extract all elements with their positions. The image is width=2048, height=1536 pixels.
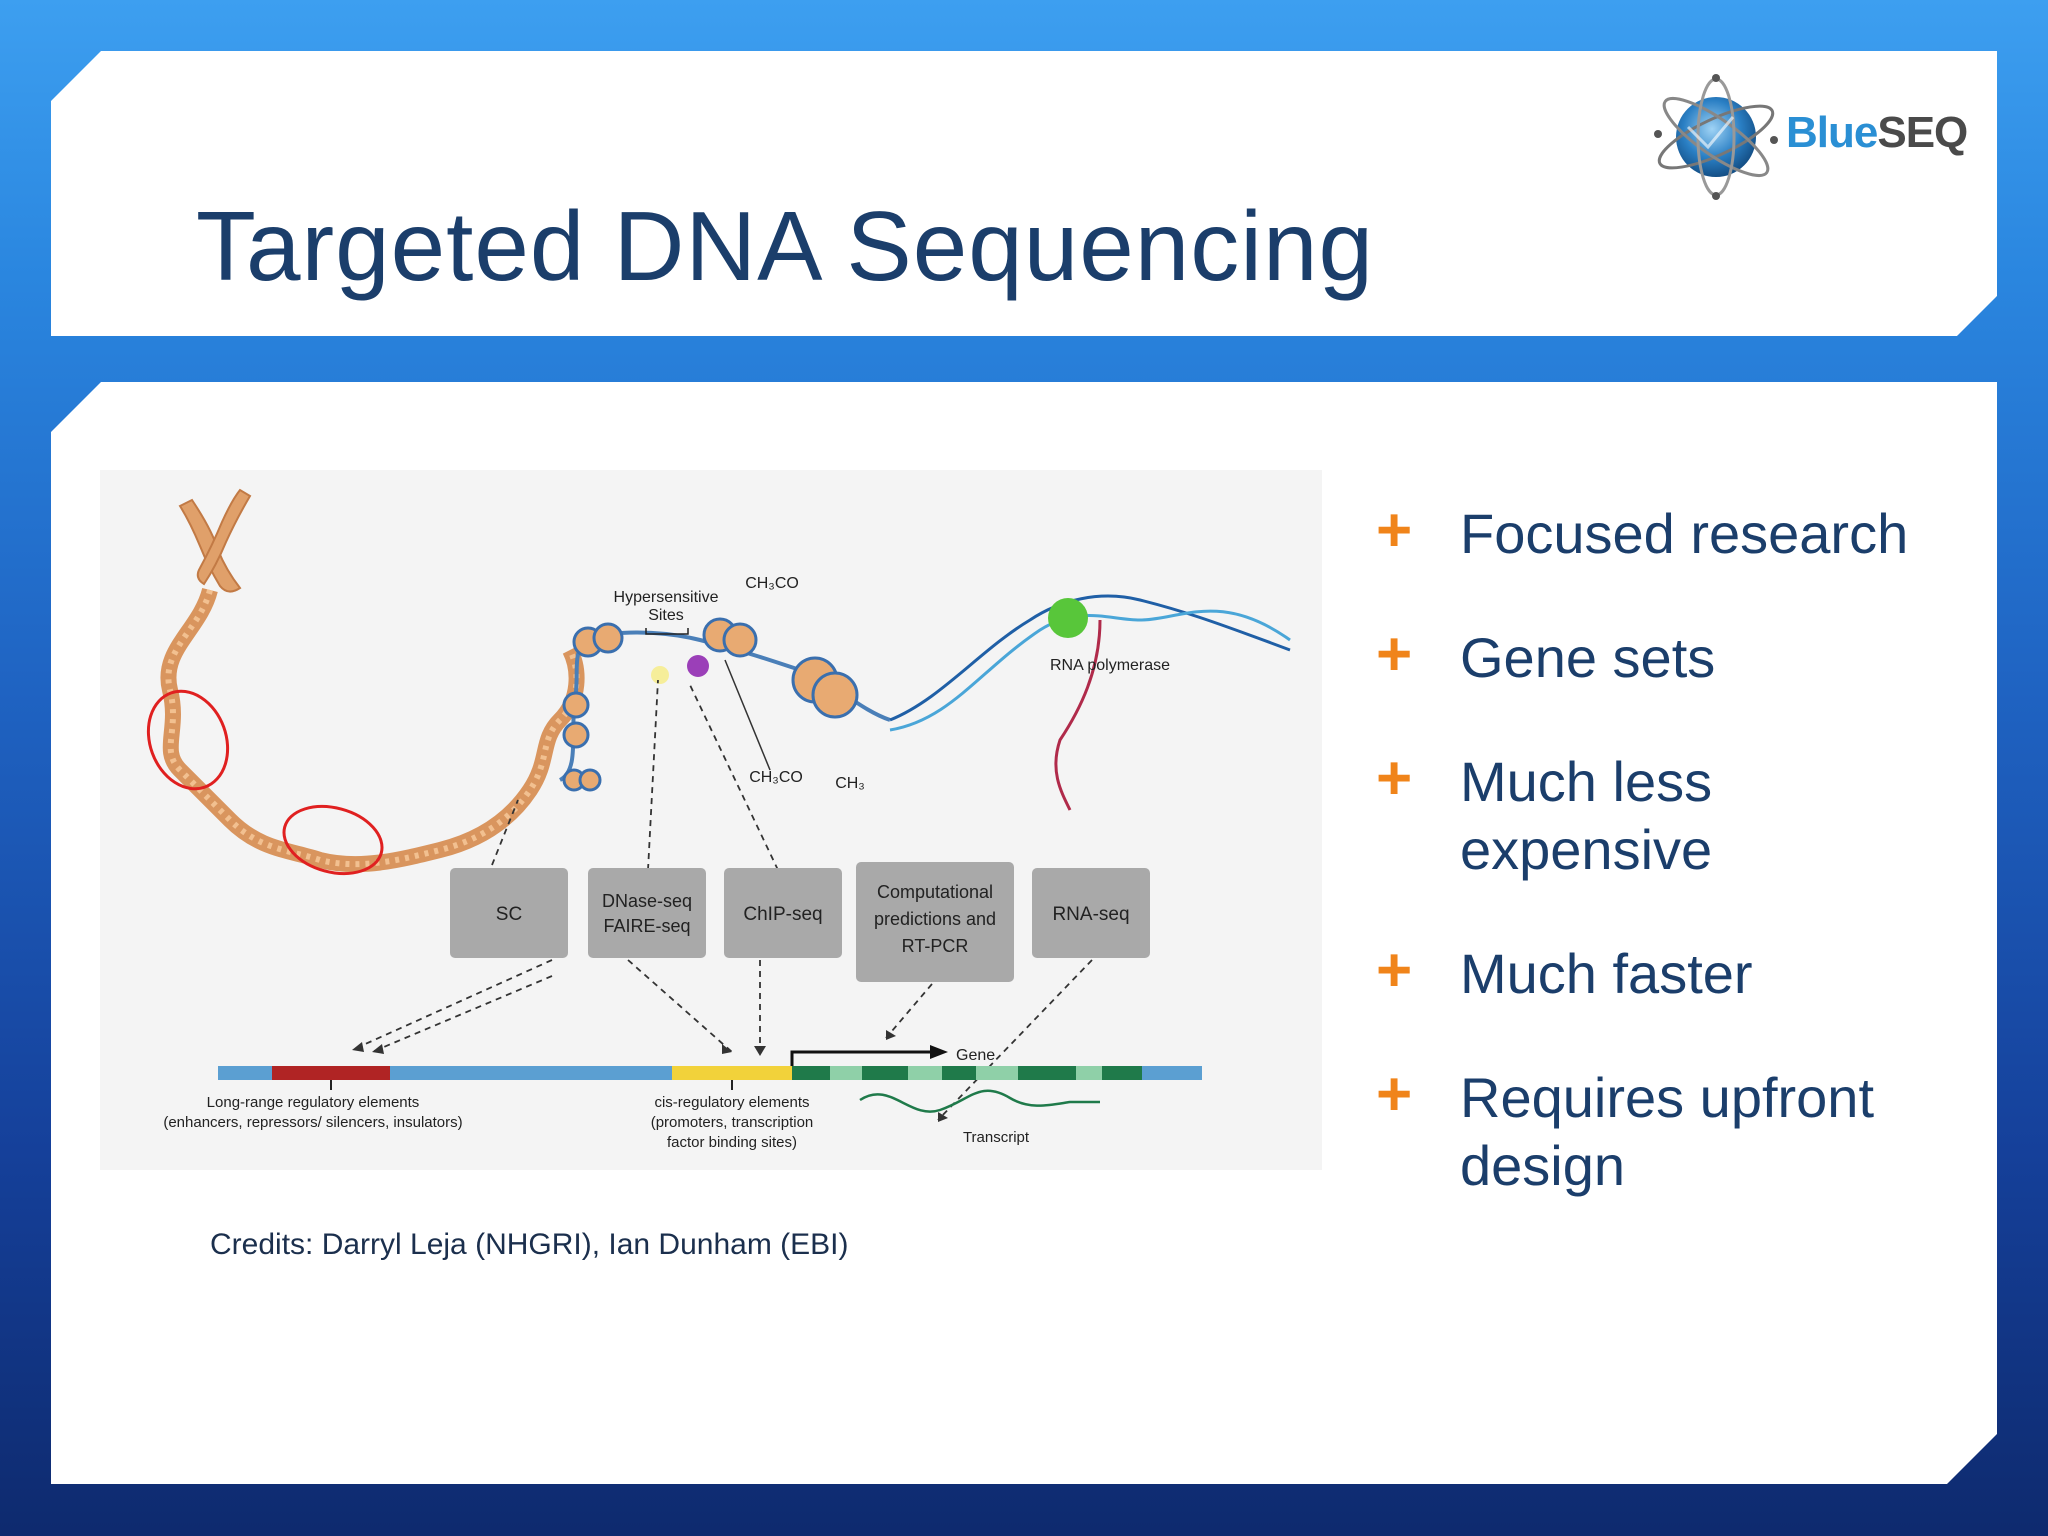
method-label: DNase-seq: [602, 891, 692, 911]
method-label: SC: [496, 904, 522, 925]
method-box-computational: Computational predictions and RT-PCR: [856, 862, 1014, 982]
blueseq-logo: BlueSEQ: [1648, 72, 1968, 202]
method-box-rna: RNA-seq: [1032, 868, 1150, 958]
leader-line: [724, 659, 771, 771]
gene-label: Gene: [956, 1047, 995, 1064]
plus-icon: +: [1376, 1060, 1413, 1129]
gene-arrow: [790, 1050, 930, 1068]
logo-text-seq: SEQ: [1877, 108, 1968, 157]
rna-polymerase-label: RNA polymerase: [1050, 657, 1170, 674]
gene-arrowhead: [930, 1045, 948, 1059]
cis-label: cis-regulatory elements: [654, 1094, 809, 1111]
globe-icon: [1654, 74, 1778, 200]
rna-polymerase-icon: [1048, 598, 1088, 638]
highlight-circle: [146, 689, 230, 791]
plus-icon: +: [1376, 936, 1413, 1005]
sites-label: Sites: [648, 607, 684, 624]
transcript-label: Transcript: [963, 1129, 1030, 1146]
bullet-text: Gene sets: [1460, 626, 1716, 689]
long-range-label: Long-range regulatory elements: [207, 1094, 420, 1111]
hypersensitive-site-marker: [651, 666, 669, 684]
method-label: RNA-seq: [1052, 904, 1129, 925]
plus-icon: +: [1376, 496, 1413, 565]
bullet-item: + Focused research: [1376, 500, 2016, 624]
bullet-item: + Requires upfront design: [1376, 1064, 2016, 1204]
method-box-chip: ChIP-seq: [724, 868, 842, 958]
bullet-text: Much less expensive: [1460, 750, 1713, 881]
method-box-sc: SC: [450, 868, 568, 958]
method-label: Computational: [877, 882, 993, 902]
highlight-circle: [282, 804, 384, 876]
bullet-item: + Gene sets: [1376, 624, 2016, 748]
transcript-wave: [859, 1089, 1100, 1113]
method-box-dnase: DNase-seq FAIRE-seq: [588, 868, 706, 958]
plus-icon: +: [1376, 620, 1413, 689]
bullet-item: + Much less expensive: [1376, 748, 2016, 940]
bullet-text: Focused research: [1460, 502, 1909, 565]
figure-background: [100, 470, 1322, 1170]
method-label: RT-PCR: [902, 936, 969, 956]
logo-text-blue: Blue: [1786, 108, 1878, 157]
sites-bracket: [645, 628, 689, 635]
credits-text: Credits: Darryl Leja (NHGRI), Ian Dunham…: [210, 1228, 849, 1261]
bullet-list: + Focused research + Gene sets + Much le…: [1376, 500, 2016, 1204]
bullet-item: + Much faster: [1376, 940, 2016, 1064]
slide-title: Targeted DNA Sequencing: [196, 191, 1374, 301]
factor-marker: [687, 655, 709, 677]
method-label: predictions and: [874, 909, 996, 929]
cis-sublabel: (promoters, transcription: [651, 1114, 814, 1131]
dna-bar: [218, 1066, 1202, 1080]
chromatin-fiber: [160, 587, 585, 873]
logo-text: BlueSEQ: [1786, 108, 1968, 158]
dashed-arrows-down: [351, 959, 1093, 1121]
bullet-text: Much faster: [1460, 942, 1753, 1005]
cis-sublabel: factor binding sites): [667, 1134, 797, 1151]
ch3co-mid-label: CH₃CO: [749, 769, 803, 786]
method-label: ChIP-seq: [743, 904, 822, 925]
ch3co-top-label: CH₃CO: [745, 575, 799, 592]
bullet-text: Requires upfront design: [1460, 1066, 1875, 1197]
chromosome-icon: [178, 488, 252, 593]
arrowheads: [352, 1030, 948, 1122]
nucleosome-group: [562, 617, 859, 792]
hypersensitive-label: Hypersensitive: [614, 589, 719, 606]
ch3-label: CH₃: [835, 775, 865, 792]
dashed-arrows-up: [491, 679, 779, 871]
plus-icon: +: [1376, 744, 1413, 813]
method-label: FAIRE-seq: [603, 916, 690, 936]
regulatory-elements-figure: Hypersensitive Sites CH₃CO CH₃CO CH₃ RNA…: [100, 470, 1322, 1170]
long-range-sublabel: (enhancers, repressors/ silencers, insul…: [163, 1114, 462, 1131]
